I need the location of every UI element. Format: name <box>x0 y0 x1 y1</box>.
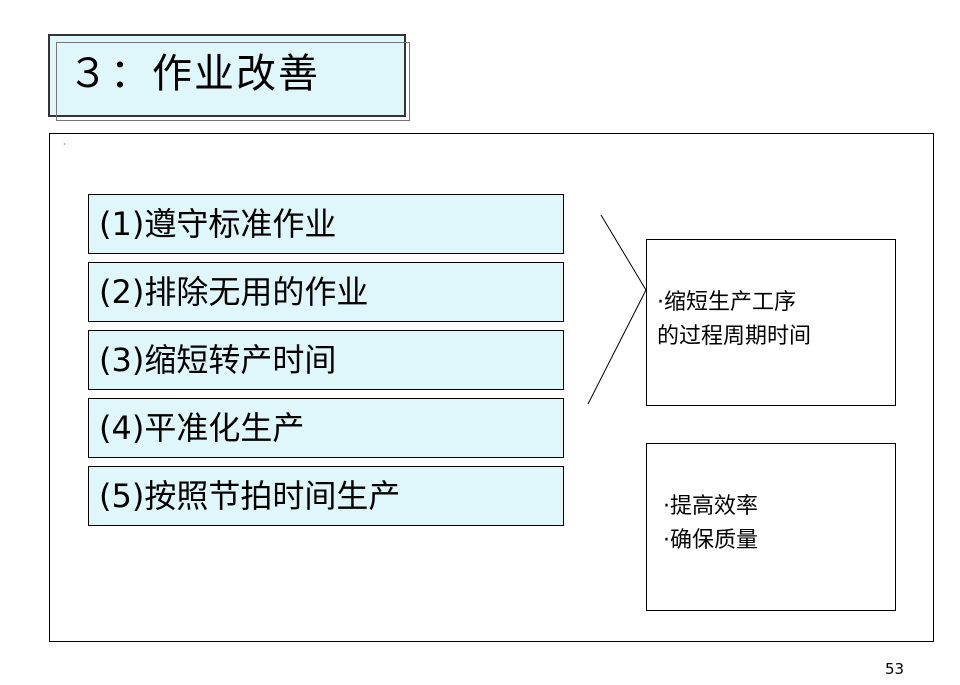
improvement-item-2: (2)排除无用的作业 <box>88 262 564 322</box>
result-box-efficiency-quality: ·提高效率 ·确保质量 <box>646 443 896 611</box>
improvement-item-4: (4)平准化生产 <box>88 398 564 458</box>
frame-mark: · <box>63 140 66 149</box>
slide-title: ３：作业改善 <box>68 51 320 97</box>
diagram-frame <box>49 133 934 642</box>
improvement-item-3: (3)缩短转产时间 <box>88 330 564 390</box>
page-number: 53 <box>885 660 905 678</box>
result-1-line-2: 的过程周期时间 <box>657 324 812 349</box>
improvement-item-1: (1)遵守标准作业 <box>88 194 564 254</box>
result-box-cycle-time: ·缩短生产工序 的过程周期时间 <box>646 239 896 406</box>
result-2-line-1: ·提高效率 <box>663 494 758 519</box>
improvement-item-5: (5)按照节拍时间生产 <box>88 466 564 526</box>
title-box: ３：作业改善 <box>48 34 410 121</box>
result-2-line-2: ·确保质量 <box>663 528 758 553</box>
result-1-line-1: ·缩短生产工序 <box>657 290 796 315</box>
